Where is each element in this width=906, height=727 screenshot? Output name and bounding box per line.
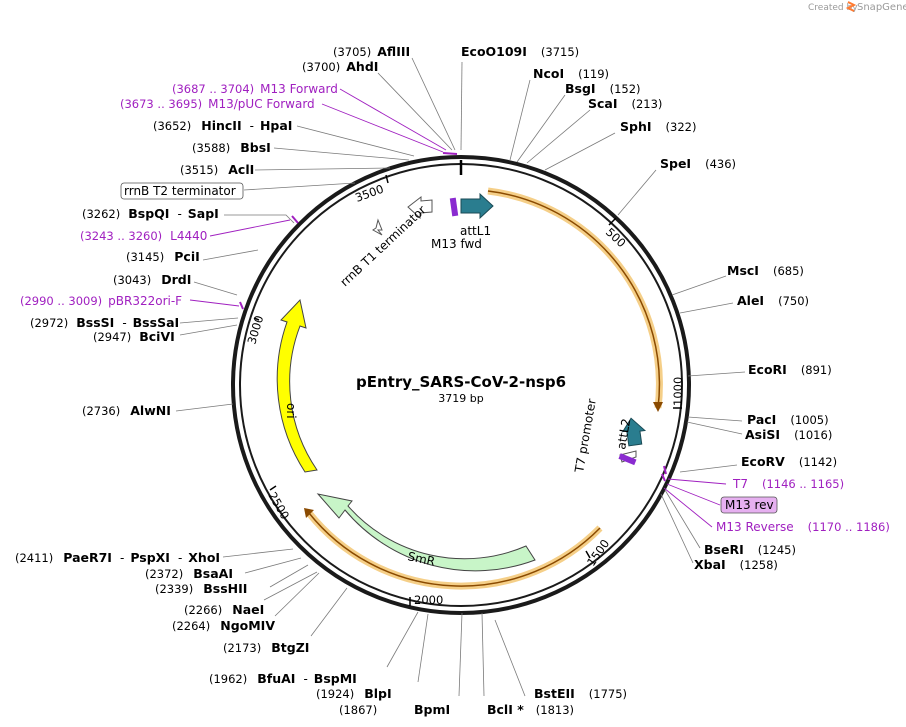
site-bsgI: BsgI(152) <box>565 81 641 96</box>
site-eco0109I: EcoO109I(3715) <box>461 44 579 59</box>
svg-text:3500: 3500 <box>353 182 385 205</box>
site-ecoRV: EcoRV(1142) <box>741 454 837 469</box>
snapgene-logo-icon <box>845 1 857 12</box>
arc-upper <box>487 190 661 409</box>
site-aclI: (3515)AclI <box>180 162 254 177</box>
rrnb-t1-label: rrnB T1 terminator <box>337 203 428 289</box>
attl2-feature <box>621 417 647 447</box>
site-sphI: SphI(322) <box>620 119 696 134</box>
site-bssSI: (2972)BssSI-BssSaI <box>30 315 179 330</box>
arc-lower <box>308 512 601 587</box>
site-bpmI-pos: (1867) <box>339 703 377 717</box>
m13-fwd-feature <box>449 197 459 217</box>
site-pacI: PacI(1005) <box>747 412 829 427</box>
arc-lower-head <box>304 508 314 518</box>
primer-t7-mark <box>661 465 667 482</box>
site-bspQI: (3262)BspQI-SapI <box>82 206 219 221</box>
site-bciVI: (2947)BciVI <box>93 329 175 344</box>
backbone-outer-ring <box>231 155 691 615</box>
rrnb-t2-label: rrnB T2 terminator <box>124 184 236 198</box>
site-ahdI: (3700)AhdI <box>302 59 378 74</box>
site-xbaI: XbaI(1258) <box>694 557 778 572</box>
site-hincII: (3652)HincII-HpaI <box>153 118 292 133</box>
m13-fwd-label: M13 fwd <box>431 237 482 251</box>
site-bclI: BclI *(1813) <box>487 702 574 717</box>
leader-lines <box>175 57 746 697</box>
primer-pbr322-mark <box>239 301 244 310</box>
attl2-label: attL2 <box>614 417 633 450</box>
primer-m13-forward-mark <box>442 152 458 155</box>
site-pciI: (3145)PciI <box>126 249 200 264</box>
primer-leader-lines <box>189 88 727 528</box>
site-scaI: ScaI(213) <box>588 96 662 111</box>
tick-2000: 2000 <box>409 593 443 607</box>
primer-l4440-mark <box>291 215 299 224</box>
attl1-feature <box>460 192 494 220</box>
site-paeR7I: (2411)PaeR7I-PspXI-XhoI <box>15 550 220 565</box>
site-asiSI: AsiSI(1016) <box>745 427 832 442</box>
site-speI: SpeI(436) <box>660 156 736 171</box>
site-bpmI: BpmI <box>414 702 450 717</box>
site-ecoRI: EcoRI(891) <box>748 362 832 377</box>
primer-pbr322ori: (2990 .. 3009)pBR322ori-F <box>20 294 182 308</box>
primer-l4440: (3243 .. 3260)L4440 <box>80 229 207 243</box>
site-naeI: (2266)NaeI <box>184 602 264 617</box>
primer-m13-puc-forward: (3673 .. 3695)M13/pUC Forward <box>120 97 315 111</box>
smr-feature <box>316 493 536 572</box>
ori-feature <box>276 298 318 473</box>
plasmid-length: 3719 bp <box>438 392 483 405</box>
site-bsaAI: (2372)BsaAI <box>145 566 233 581</box>
rrnb-t1-feature <box>407 195 433 220</box>
rrnb-t2-label-box <box>120 182 244 200</box>
site-drdI: (3043)DrdI <box>113 272 191 287</box>
site-ncoI: NcoI(119) <box>533 66 609 81</box>
tick-1000: 1000 <box>671 377 685 409</box>
svg-text:2000: 2000 <box>414 593 443 607</box>
tick-500: 500 <box>603 217 629 250</box>
m13-rev-feature <box>618 453 637 466</box>
primer-t7: T7(1146 .. 1165) <box>732 477 844 491</box>
site-aflIII: (3705)AflIII <box>333 44 410 59</box>
attl1-label: attL1 <box>460 224 491 238</box>
site-bssHII: (2339)BssHII <box>155 581 247 596</box>
credit-brand: SnapGene <box>857 2 906 13</box>
primer-m13-forward: (3687 .. 3704)M13 Forward <box>172 82 338 96</box>
smr-label: SmR <box>406 549 436 568</box>
ori-label: ori <box>284 403 298 419</box>
m13-rev-label: M13 rev <box>725 498 774 512</box>
site-btgZI: (2173)BtgZI <box>223 640 309 655</box>
site-mscI: MscI(685) <box>727 263 804 278</box>
site-ngoMIV: (2264)NgoMIV <box>172 618 275 633</box>
site-bfuAI: (1962)BfuAI-BspMI <box>209 671 357 686</box>
arc-upper-head <box>653 402 663 412</box>
rrnb-t2-feature <box>372 218 383 236</box>
site-alwNI: (2736)AlwNI <box>82 403 171 418</box>
plasmid-name: pEntry_SARS-CoV-2-nsp6 <box>356 373 566 391</box>
m13-rev-label-box <box>720 496 778 514</box>
primer-m13-reverse: M13 Reverse(1170 .. 1186) <box>716 520 890 534</box>
credit-created-by: Created by <box>808 3 858 13</box>
tick-2500: 2500 <box>265 485 292 522</box>
tick-3000: 3000 <box>244 314 266 346</box>
site-aleI: AleI(750) <box>737 293 809 308</box>
site-bseRI: BseRI(1245) <box>704 542 796 557</box>
t7-promoter-label: T7 promoter <box>572 398 599 475</box>
site-blpI: (1924)BlpI <box>316 686 392 701</box>
svg-text:1000: 1000 <box>671 377 685 406</box>
site-bstEII: BstEII(1775) <box>534 686 627 701</box>
svg-text:3000: 3000 <box>244 314 266 346</box>
site-bbsI: (3588)BbsI <box>192 140 271 155</box>
arc-highlight-lower <box>306 510 603 590</box>
